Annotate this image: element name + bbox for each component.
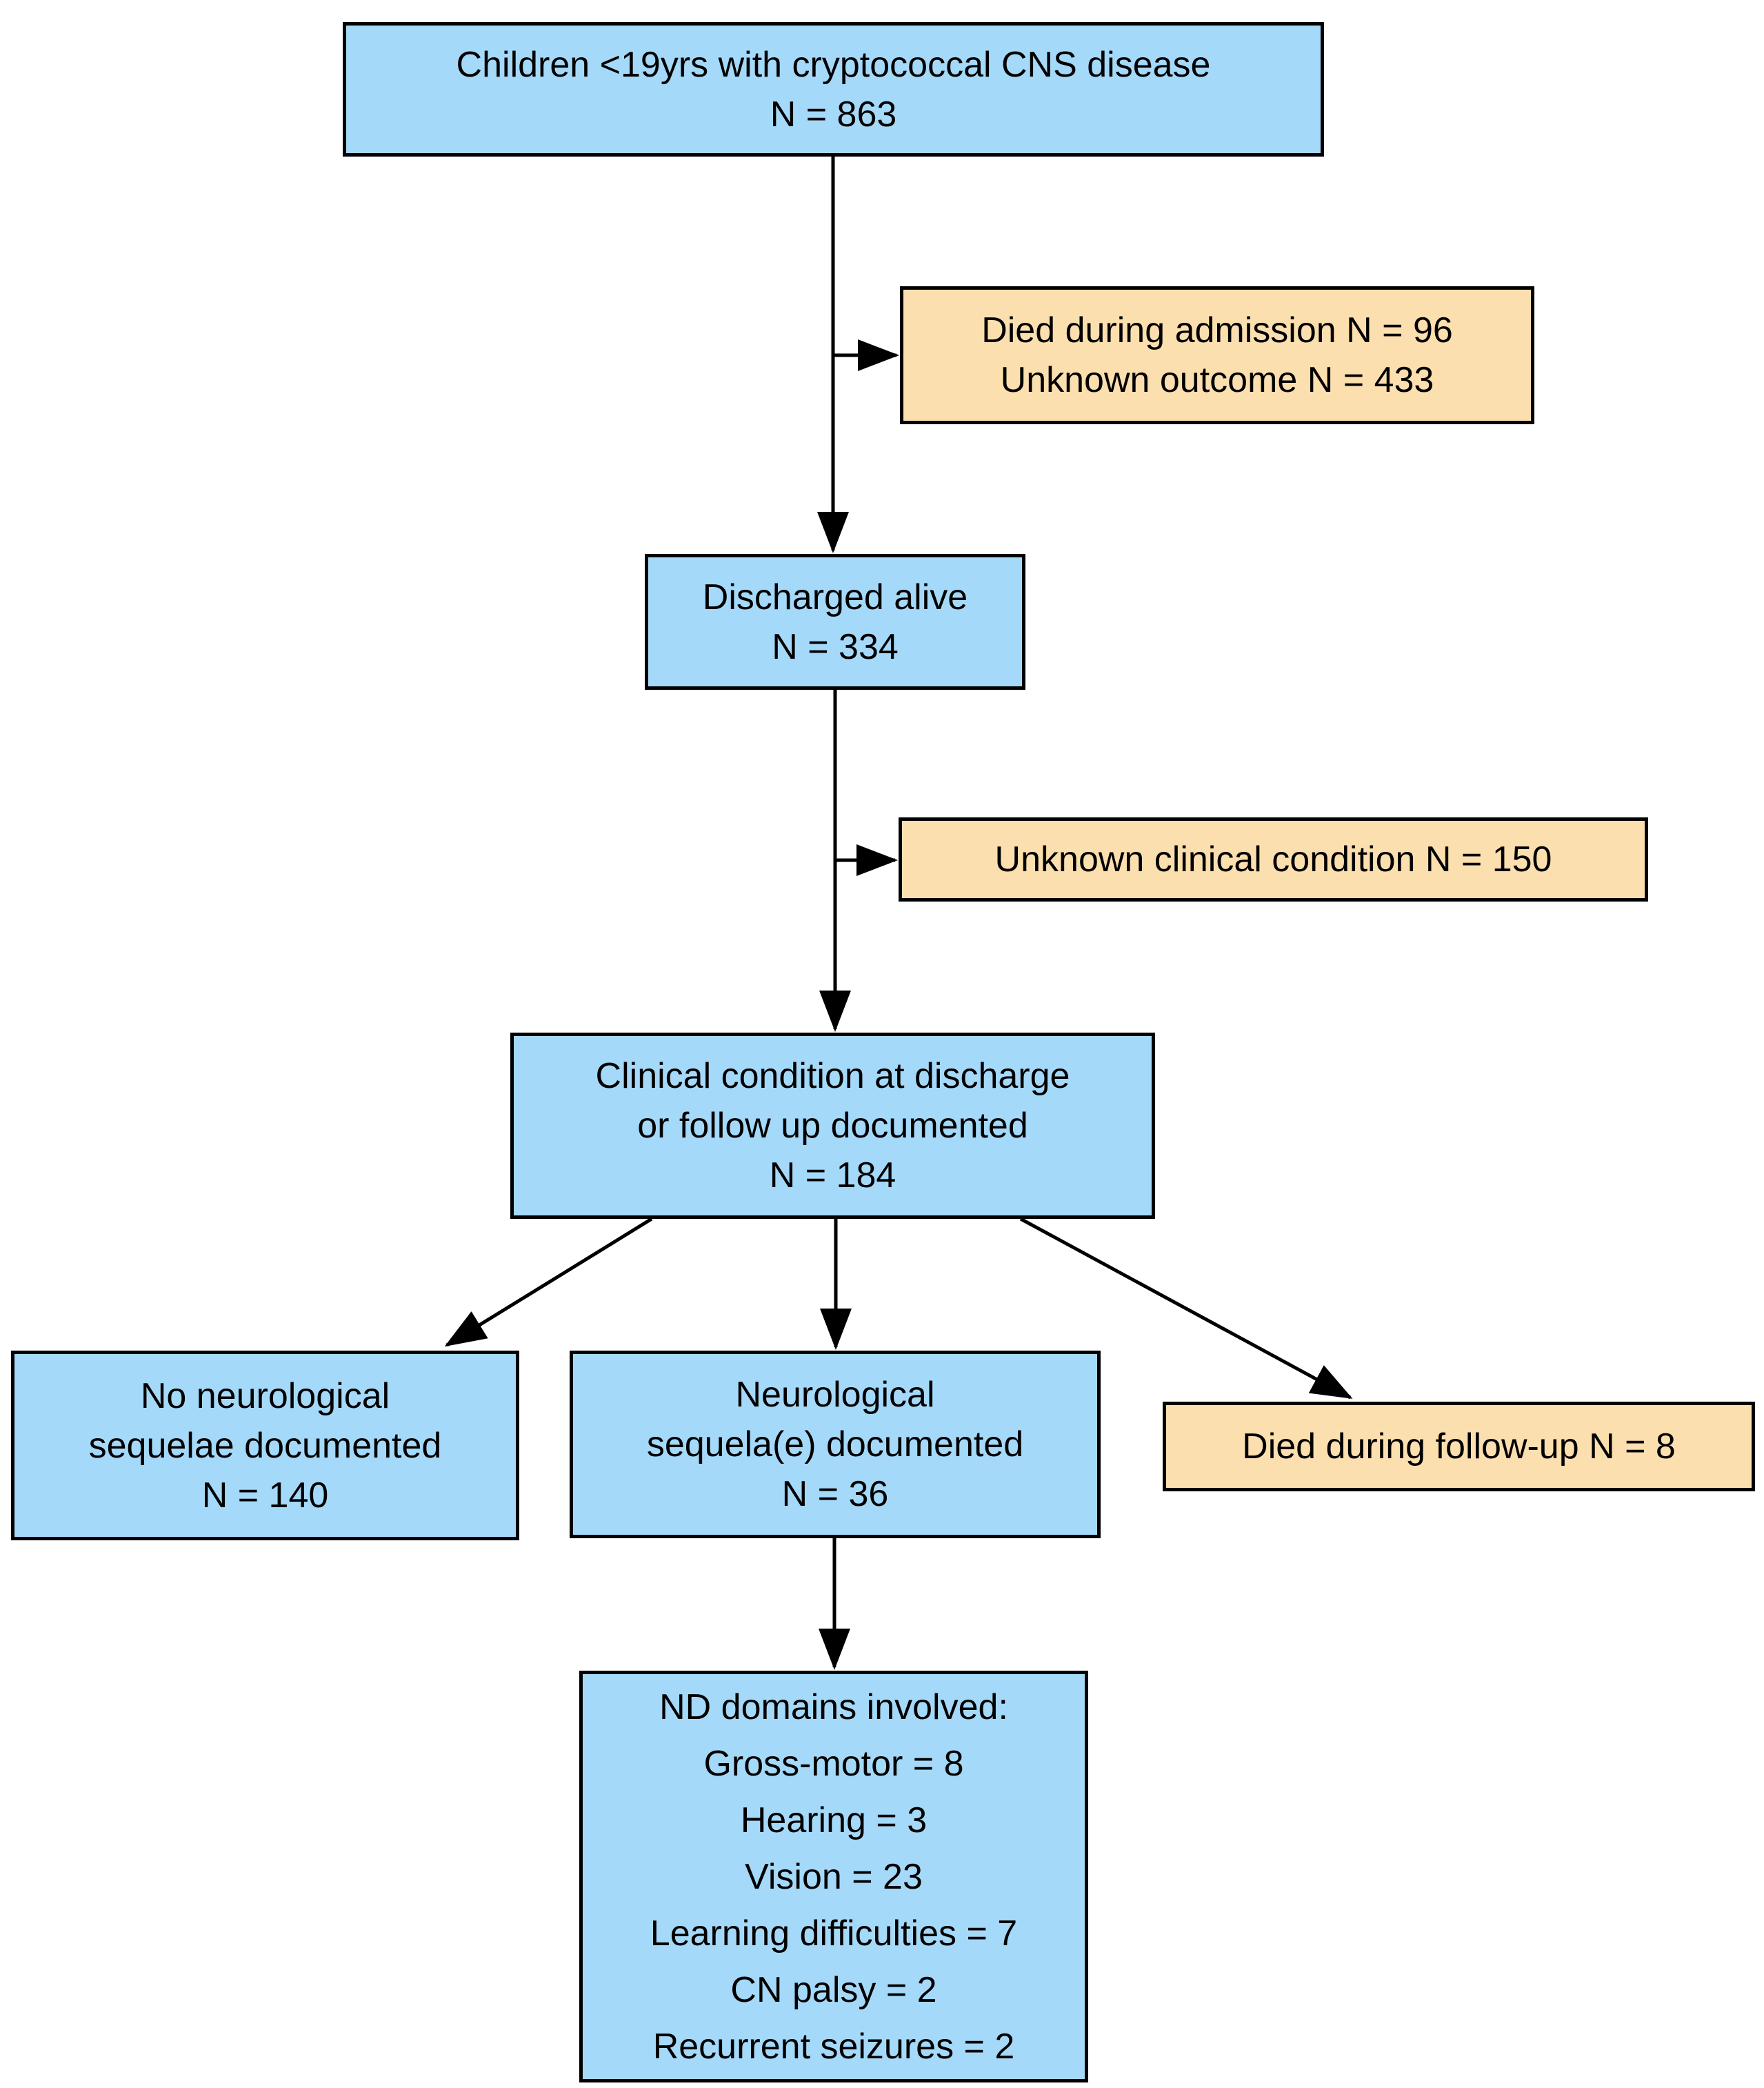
node-unknown-condition-line-1: Unknown clinical condition N = 150	[994, 839, 1552, 879]
node-nd-domains-line-6: CN palsy = 2	[730, 1969, 937, 2010]
node-condition-documented-line-3: N = 184	[769, 1155, 896, 1195]
node-nd-domains-line-7: Recurrent seizures = 2	[652, 2026, 1015, 2067]
node-nd-domains-line-3: Hearing = 3	[740, 1800, 928, 1840]
node-sequelae-line-3: N = 36	[781, 1474, 889, 1514]
node-discharged-line-2: N = 334	[772, 626, 899, 667]
node-sequelae-line-2: sequela(e) documented	[646, 1424, 1024, 1464]
node-total-population: Children <19yrs with cryptococcal CNS di…	[343, 22, 1324, 157]
node-died-followup-line-1: Died during follow-up N = 8	[1242, 1426, 1676, 1466]
node-discharged-line-1: Discharged alive	[702, 577, 968, 617]
node-no-sequelae-line-3: N = 140	[201, 1475, 329, 1515]
node-nd-domains-line-5: Learning difficulties = 7	[650, 1913, 1018, 1953]
node-no-sequelae-line-1: No neurological	[140, 1375, 390, 1416]
node-neurological-sequelae-documented: Neurological sequela(e) documented N = 3…	[570, 1351, 1101, 1538]
node-clinical-condition-documented: Clinical condition at discharge or follo…	[510, 1033, 1155, 1219]
node-unknown-clinical-condition: Unknown clinical condition N = 150	[899, 817, 1648, 902]
node-nd-domains-line-2: Gross-motor = 8	[703, 1743, 964, 1784]
node-total-line-2: N = 863	[770, 94, 897, 135]
node-no-neurological-sequelae: No neurological sequelae documented N = …	[11, 1351, 519, 1540]
node-died-admission-line-2: Unknown outcome N = 433	[1000, 360, 1434, 400]
node-nd-domains-involved: ND domains involved: Gross-motor = 8 Hea…	[579, 1671, 1088, 2082]
node-discharged-alive: Discharged alive N = 334	[645, 554, 1025, 690]
node-condition-documented-line-2: or follow up documented	[637, 1106, 1028, 1146]
node-died-during-admission: Died during admission N = 96 Unknown out…	[900, 286, 1534, 424]
node-died-during-followup: Died during follow-up N = 8	[1163, 1402, 1755, 1491]
node-sequelae-line-1: Neurological	[735, 1375, 935, 1415]
node-total-line-1: Children <19yrs with cryptococcal CNS di…	[456, 44, 1211, 85]
node-nd-domains-line-4: Vision = 23	[745, 1856, 923, 1897]
node-nd-domains-line-1: ND domains involved:	[659, 1687, 1008, 1727]
node-no-sequelae-line-2: sequelae documented	[88, 1425, 442, 1466]
connector-condition-to-no-sequelae	[444, 1217, 653, 1347]
node-condition-documented-line-1: Clinical condition at discharge	[595, 1056, 1070, 1096]
node-died-admission-line-1: Died during admission N = 96	[981, 310, 1453, 350]
